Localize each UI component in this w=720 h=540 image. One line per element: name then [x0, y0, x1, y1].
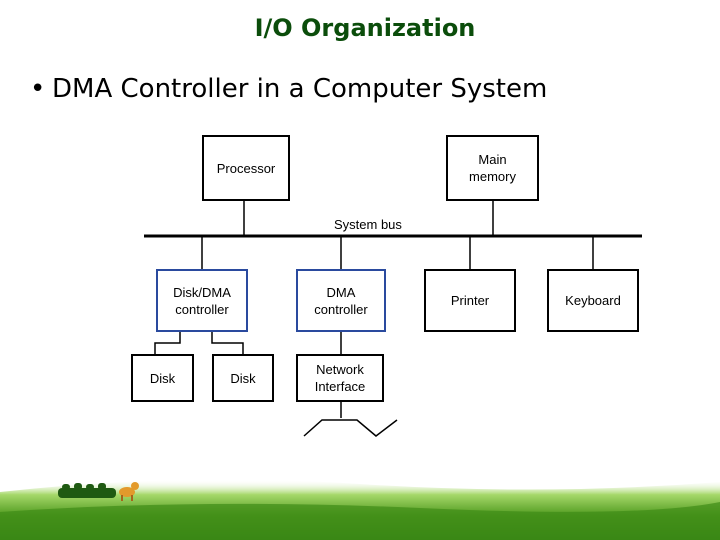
processor-box: Processor — [202, 135, 290, 201]
printer-box: Printer — [424, 269, 516, 332]
main-memory-box: Main memory — [446, 135, 539, 201]
disk2-link — [211, 331, 244, 355]
dma-controller-box: DMA controller — [296, 269, 386, 332]
disk1-link — [154, 331, 181, 355]
dog-icon — [119, 482, 139, 501]
disk-box: Disk — [131, 354, 194, 402]
disk-box: Disk — [212, 354, 274, 402]
disk-dma-controller-box: Disk/DMA controller — [156, 269, 248, 332]
network-interface-box: Network Interface — [296, 354, 384, 402]
keyboard-box: Keyboard — [547, 269, 639, 332]
bullet-item: •DMA Controller in a Computer System — [30, 74, 547, 104]
network-line — [303, 419, 398, 437]
slide-title: I/O Organization — [254, 14, 476, 42]
grass-footer-image — [0, 479, 720, 540]
bullet-text: DMA Controller in a Computer System — [52, 74, 548, 104]
tree-line-icon — [58, 483, 116, 498]
system-bus-label: System bus — [334, 217, 402, 232]
bullet-dot-icon: • — [30, 74, 46, 104]
